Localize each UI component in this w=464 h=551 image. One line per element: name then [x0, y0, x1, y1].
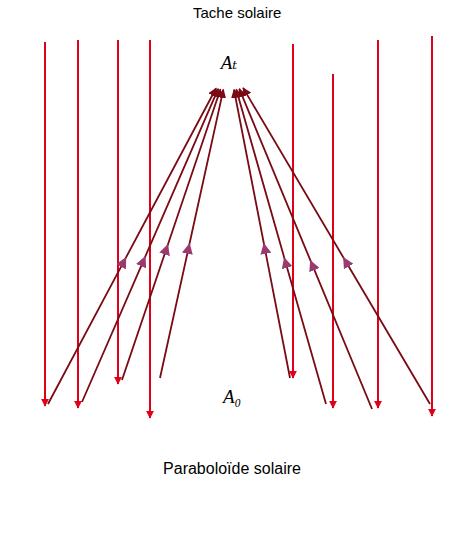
sun-ray [149, 40, 151, 418]
solar-spot: Tache solaireAₜ [193, 38, 265, 90]
sun-ray [45, 36, 432, 418]
reflected-ray [82, 89, 218, 402]
reflected-ray [236, 89, 326, 404]
reflected-ray [48, 88, 430, 409]
paraboloid-label: Paraboloïde solaire [12, 460, 452, 478]
reflected-ray [239, 89, 372, 409]
sun-ray [117, 40, 119, 384]
sun-ray [44, 42, 46, 406]
area-symbol: Aₜ [193, 51, 265, 74]
reflected-ray [234, 90, 290, 378]
sun-ray [431, 36, 433, 416]
reflected-ray [48, 88, 216, 404]
reflected-ray [243, 88, 430, 404]
area-symbol: A₀ [12, 386, 452, 408]
sun-ray [292, 44, 294, 378]
paraboloid: A₀ Paraboloïde solaire [12, 358, 452, 548]
sun-ray [77, 40, 79, 408]
reflected-ray [160, 90, 223, 378]
spot-heading: Tache solaire [193, 4, 265, 21]
reflected-ray [122, 89, 220, 380]
spot-ellipse [194, 39, 264, 89]
sun-ray [377, 40, 379, 408]
